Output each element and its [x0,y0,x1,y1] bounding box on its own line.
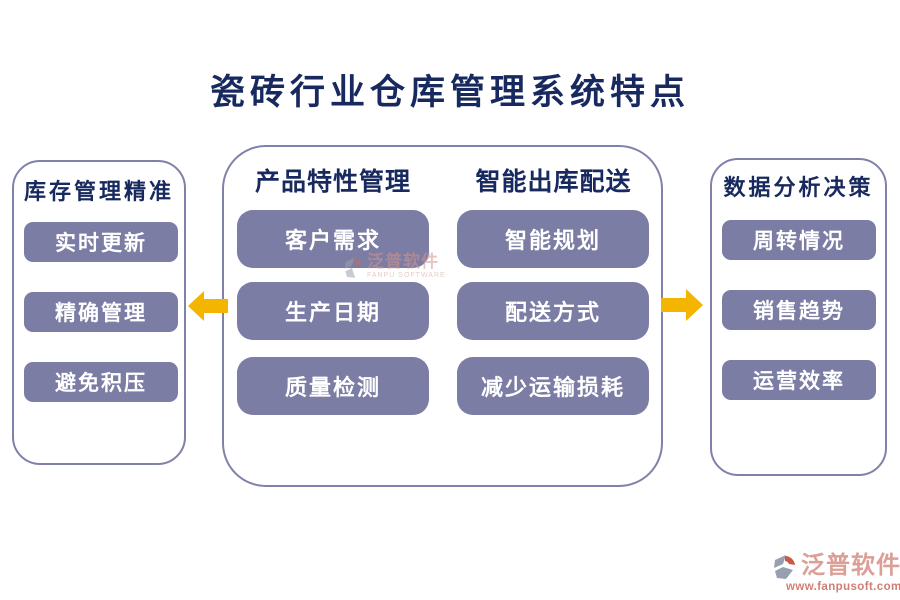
pill-operation-efficiency: 运营效率 [722,360,876,400]
pill-realtime-update: 实时更新 [24,222,178,262]
fanpu-logo-icon [774,555,795,579]
pill-accurate-management: 精确管理 [24,292,178,332]
panel-data-analytics-header: 数据分析决策 [723,175,874,200]
footer-brand-name: 泛普软件 [801,552,900,579]
pill-delivery-method: 配送方式 [457,282,649,340]
arrow-right-icon [661,289,703,321]
panel-inventory-header: 库存管理精准 [23,179,174,204]
panel-inventory: 库存管理精准 实时更新 精确管理 避免积压 [12,160,186,465]
pill-avoid-backlog: 避免积压 [24,362,178,402]
pill-production-date: 生产日期 [237,282,429,340]
arrow-left-icon [188,291,228,321]
pill-quality-inspection: 质量检测 [237,357,429,415]
pill-turnover-status: 周转情况 [722,220,876,260]
footer-brand-logo: 泛普软件 www.fanpusoft.com [772,553,900,593]
footer-brand-url: www.fanpusoft.com [786,581,900,593]
panel-middle-features: 产品特性管理 智能出库配送 客户需求 生产日期 质量检测 智能规划 配送方式 减… [222,145,663,487]
pill-reduce-transport-loss: 减少运输损耗 [457,357,649,415]
pill-customer-demand: 客户需求 [237,210,429,268]
page-title: 瓷砖行业仓库管理系统特点 [209,73,690,112]
panel-smart-outbound-header: 智能出库配送 [475,168,632,196]
pill-smart-planning: 智能规划 [457,210,649,268]
panel-data-analytics: 数据分析决策 周转情况 销售趋势 运营效率 [710,158,887,476]
pill-sales-trend: 销售趋势 [722,290,876,330]
panel-product-traits-header: 产品特性管理 [254,168,411,196]
